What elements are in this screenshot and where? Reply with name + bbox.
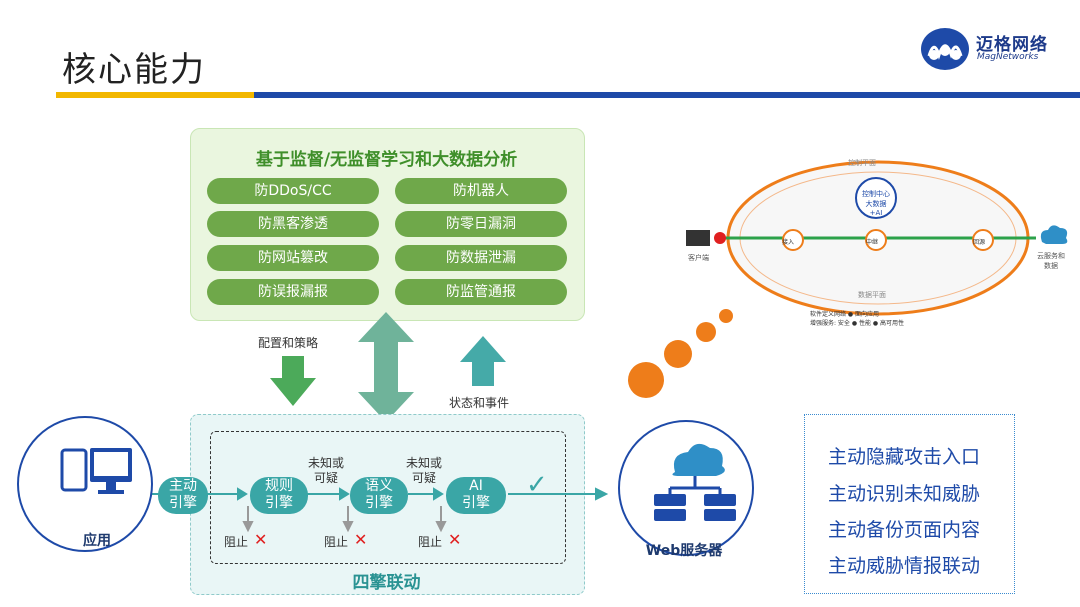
page-title: 核心能力 <box>62 50 206 90</box>
engine-label: 引擎 <box>169 495 197 511</box>
data-plane-label: 数据平面 <box>858 291 886 299</box>
capability-pill: 防零日漏洞 <box>395 211 567 237</box>
title-underline-yellow <box>56 92 254 98</box>
unknown-text: 可疑 <box>411 471 436 485</box>
engine-label: 引擎 <box>365 495 393 511</box>
devices-icon <box>60 448 132 494</box>
bidirectional-arrow-icon <box>358 312 414 422</box>
app-label: 应用 <box>83 533 111 549</box>
unknown-label: 未知或 可疑 <box>404 456 444 486</box>
down-arrow-icon <box>270 356 316 406</box>
capability-item: 主动备份页面内容 <box>828 519 981 541</box>
control-center-label: 控制中心 大数据+AI <box>860 189 892 217</box>
services-caption: 增强服务: 安全 ● 性能 ● 高可用性 <box>810 320 905 327</box>
capability-pill: 防黑客渗透 <box>207 211 379 237</box>
unknown-text: 未知或 <box>405 456 442 470</box>
control-center-text: 大数据+AI <box>865 200 887 217</box>
capability-pill: 防网站篡改 <box>207 245 379 271</box>
capabilities-box <box>804 414 1015 594</box>
cross-icon: ✕ <box>254 530 268 549</box>
unknown-label: 未知或 可疑 <box>306 456 346 486</box>
node-label: 接入 <box>782 239 795 246</box>
ai-engine: AI 引擎 <box>446 477 506 514</box>
origin-text: 数据 <box>1044 262 1058 270</box>
capability-item: 主动识别未知威胁 <box>828 483 981 505</box>
engine-label: 引擎 <box>462 495 490 511</box>
origin-text: 云服务和 <box>1037 252 1065 260</box>
node-label: 中继 <box>866 239 879 246</box>
capability-pill: 防数据泄漏 <box>395 245 567 271</box>
capability-item: 主动隐藏攻击入口 <box>828 446 981 468</box>
capability-pill: 防机器人 <box>395 178 567 204</box>
block-label: 阻止 <box>418 535 443 549</box>
engine-label: 引擎 <box>265 495 293 511</box>
capability-pill: 防DDoS/CC <box>207 178 379 204</box>
rule-engine: 规则 引擎 <box>250 477 308 514</box>
brand-logo-icon <box>921 28 969 70</box>
status-label: 状态和事件 <box>449 396 510 410</box>
brand-subtitle: MagNetworks <box>977 52 1039 62</box>
unknown-text: 可疑 <box>313 471 338 485</box>
cloud-server-icon <box>654 443 736 521</box>
engine-label: 语义 <box>365 478 393 494</box>
control-plane-label: 控制平面 <box>848 159 876 167</box>
four-engine-title: 四擎联动 <box>352 573 421 593</box>
origin-label: 云服务和 数据 <box>1036 251 1066 271</box>
engine-label: 主动 <box>169 478 197 494</box>
capability-pill: 防监管通报 <box>395 279 567 305</box>
cross-icon: ✕ <box>448 530 462 549</box>
thought-bubbles <box>628 309 733 398</box>
block-label: 阻止 <box>324 535 349 549</box>
engine-label: AI <box>469 478 483 494</box>
unknown-text: 未知或 <box>307 456 344 470</box>
block-label: 阻止 <box>224 535 249 549</box>
sdn-caption: 软件定义网络 ● 面向应用 <box>810 311 880 318</box>
client-label: 客户端 <box>688 254 709 262</box>
semantic-engine: 语义 引擎 <box>350 477 408 514</box>
check-icon: ✓ <box>526 470 548 500</box>
active-engine: 主动 引擎 <box>158 477 208 514</box>
node-label: 回源 <box>973 239 986 246</box>
engine-label: 规则 <box>265 478 293 494</box>
web-server-label: Web服务器 <box>645 543 723 559</box>
config-label: 配置和策略 <box>258 336 319 350</box>
capability-pill: 防误报漏报 <box>207 279 379 305</box>
control-center-text: 控制中心 <box>862 190 890 198</box>
brand-name: 迈格网络 <box>976 35 1048 55</box>
capability-item: 主动威胁情报联动 <box>828 555 981 577</box>
analysis-title: 基于监督/无监督学习和大数据分析 <box>255 150 518 170</box>
cross-icon: ✕ <box>354 530 368 549</box>
up-arrow-icon <box>460 336 506 386</box>
title-underline-blue <box>254 92 1080 98</box>
network-diagram <box>686 160 1068 316</box>
engine-pipeline-box <box>210 431 566 564</box>
